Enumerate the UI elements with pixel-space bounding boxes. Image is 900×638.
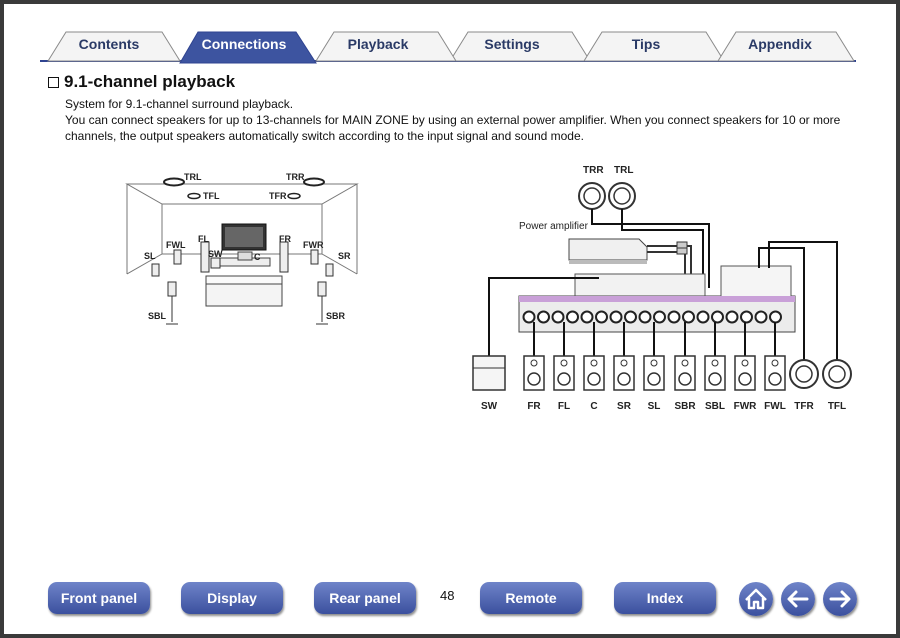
remote-button[interactable]: Remote [480,582,582,614]
home-button[interactable] [739,582,773,616]
tab-appendix[interactable]: Appendix [748,36,812,52]
section-title: 9.1-channel playback [64,72,236,91]
terminal-post [769,310,782,324]
speaker-label: FR [527,401,541,412]
terminal-post [638,310,652,324]
checkbox-icon [48,77,59,88]
terminal-post [754,310,768,324]
terminal-post [667,310,681,324]
label-top-trl: TRL [614,165,633,176]
index-button[interactable]: Index [614,582,716,614]
label-trl: TRL [184,172,202,182]
tab-contents[interactable]: Contents [78,36,140,52]
terminal-post [725,310,739,324]
terminal-post [653,310,666,324]
speaker-label: SW [481,401,498,412]
label-sl: SL [144,251,156,261]
front-panel-button[interactable]: Front panel [48,582,150,614]
speaker-label: SR [617,401,632,412]
speaker-label: FWL [764,401,786,412]
terminal-post [711,310,724,324]
terminal-post [696,310,710,324]
label-sr: SR [338,251,351,261]
terminal-post [740,310,753,324]
terminal-post [682,310,695,324]
page-number: 48 [440,588,455,603]
intro-line-1: System for 9.1-channel surround playback… [65,97,294,111]
room-diagram: TRL TRR TFL TFR FWL FL FR FWR SL SR SW C… [125,172,359,325]
speaker-label: FWR [734,401,758,412]
tab-playback[interactable]: Playback [347,36,409,52]
label-sbl: SBL [148,311,167,321]
terminal-post [595,310,608,324]
wiring-diagram: TRR TRL Power amplifier SW FR FL C SR SL SBR SB… [472,165,852,412]
speaker-label: C [590,401,597,412]
subwoofer-box [472,355,506,391]
label-c: C [254,252,261,262]
terminal-post [537,310,550,324]
speaker-label: TFR [794,401,814,412]
back-button[interactable] [781,582,815,616]
tab-tips[interactable]: Tips [631,36,661,52]
arrow-right-icon [829,590,851,608]
speaker-label: SL [648,401,661,412]
label-sbr: SBR [326,311,346,321]
top-speakers: TRR TRL [578,165,636,210]
terminal-post [522,310,536,324]
label-top-trr: TRR [583,165,604,176]
arrow-left-icon [787,590,809,608]
tab-connections[interactable]: Connections [201,36,287,52]
power-amplifier-label: Power amplifier [519,221,589,232]
tab-shapes [40,31,856,64]
intro-line-2: You can connect speakers for up to 13-ch… [65,113,841,127]
label-sw: SW [208,249,223,259]
manual-page: Contents Connections Playback Settings T… [4,4,896,634]
home-icon [745,588,767,610]
tab-bar: Contents Connections Playback Settings T… [4,28,896,68]
rear-panel-button[interactable]: Rear panel [314,582,416,614]
speaker-label: TFL [828,401,846,412]
tab-settings[interactable]: Settings [484,36,540,52]
label-fwl: FWL [166,240,186,250]
label-trr: TRR [286,172,305,182]
terminal-post [566,310,579,324]
label-tfr: TFR [269,191,287,201]
terminal-post [609,310,623,324]
intro-line-3: channels, the output speakers automatica… [65,129,584,143]
terminal-post [624,310,637,324]
display-button[interactable]: Display [181,582,283,614]
speaker-label: SBR [674,401,696,412]
terminal-post [580,310,594,324]
forward-button[interactable] [823,582,857,616]
label-fwr: FWR [303,240,324,250]
terminal-post [551,310,565,324]
label-fl: FL [198,234,209,244]
speaker-terminals [522,310,782,324]
speaker-label: FL [558,401,570,412]
speaker-label: SBL [705,401,725,412]
bottom-speakers: SW FR FL C SR SL SBR SBL FWR FWL TFR TFL [472,322,852,412]
label-tfl: TFL [203,191,220,201]
label-fr: FR [279,234,291,244]
